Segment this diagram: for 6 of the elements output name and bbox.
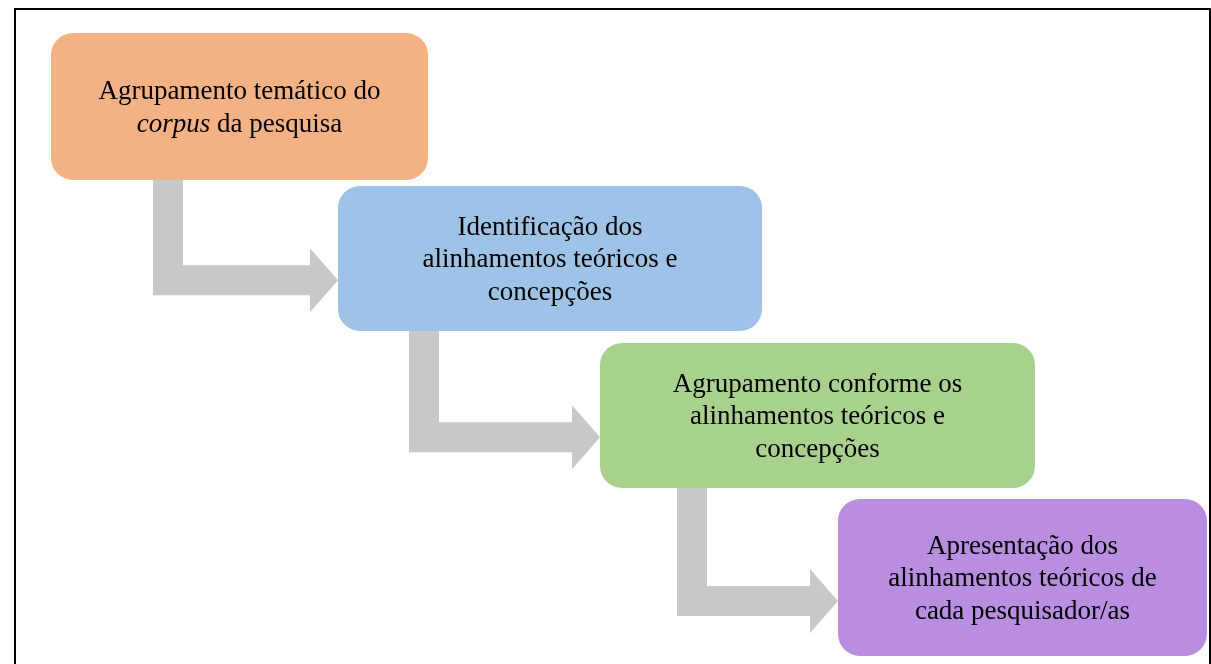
process-box: Identificação dos alinhamentos teóricos e concepções <box>338 186 762 331</box>
process-box: Agrupamento temático do corpus da pesquisa <box>51 33 428 180</box>
bent-arrow <box>677 488 838 634</box>
process-box: Apresentação dos alinhamentos teóricos de cada pesquisador/as <box>838 499 1207 656</box>
bent-arrow <box>409 331 600 470</box>
process-box: Agrupamento conforme os alinhamentos teóricos e concepções <box>600 343 1035 488</box>
